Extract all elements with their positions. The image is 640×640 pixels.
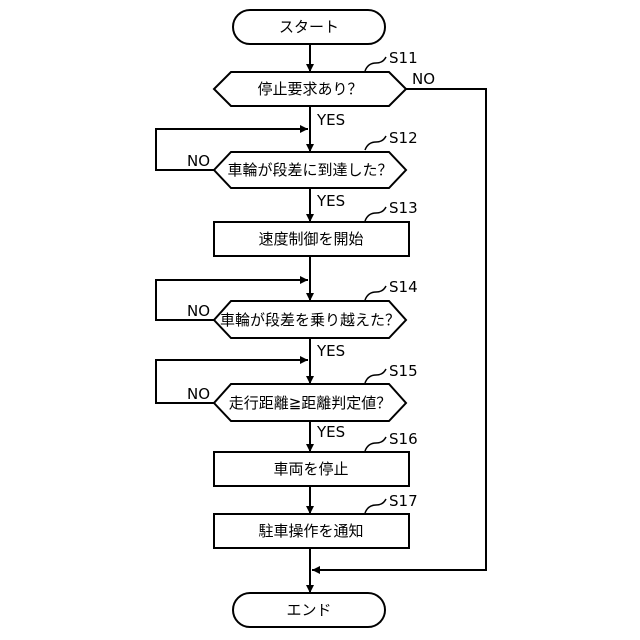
decision-s11-label: 停止要求あり？ bbox=[257, 80, 362, 98]
decision-s15: 走行距離≧距離判定値？ bbox=[214, 384, 406, 421]
s16-leader bbox=[365, 437, 386, 451]
step-label-s11: S11 bbox=[389, 49, 418, 67]
decision-s14-label: 車輪が段差を乗り越えた？ bbox=[220, 311, 400, 329]
branch-no-s15: NO bbox=[187, 385, 210, 403]
branch-yes-s15: YES bbox=[316, 423, 345, 441]
process-s17: 駐車操作を通知 bbox=[214, 514, 409, 548]
s12-leader bbox=[365, 136, 386, 150]
branch-no-s11: NO bbox=[412, 70, 435, 88]
decision-s12-label: 車輪が段差に到達した？ bbox=[227, 161, 392, 179]
process-s13: 速度制御を開始 bbox=[214, 222, 409, 256]
s13-leader bbox=[365, 207, 386, 221]
start-label: スタート bbox=[279, 18, 339, 36]
step-label-s14: S14 bbox=[389, 278, 418, 296]
branch-yes-s14: YES bbox=[316, 342, 345, 360]
process-s17-label: 駐車操作を通知 bbox=[258, 522, 363, 540]
step-callouts: S11 S12 S13 S14 S15 S16 S17 bbox=[365, 49, 418, 513]
branch-yes-s11: YES bbox=[316, 111, 345, 129]
end-label: エンド bbox=[286, 601, 331, 619]
s15-leader bbox=[365, 369, 386, 383]
branch-yes-s12: YES bbox=[316, 192, 345, 210]
s17-leader bbox=[365, 499, 386, 513]
start-terminal: スタート bbox=[233, 10, 385, 44]
process-s16: 車両を停止 bbox=[214, 452, 409, 486]
decision-s14: 車輪が段差を乗り越えた？ bbox=[214, 301, 406, 338]
branch-no-s12: NO bbox=[187, 152, 210, 170]
branch-no-s14: NO bbox=[187, 302, 210, 320]
s14-leader bbox=[365, 286, 386, 300]
decision-s12: 車輪が段差に到達した？ bbox=[214, 152, 406, 188]
decision-s11: 停止要求あり？ bbox=[214, 72, 406, 106]
step-label-s12: S12 bbox=[389, 129, 418, 147]
step-label-s16: S16 bbox=[389, 430, 418, 448]
step-label-s13: S13 bbox=[389, 199, 418, 217]
decision-s15-label: 走行距離≧距離判定値？ bbox=[229, 394, 392, 412]
step-label-s15: S15 bbox=[389, 362, 418, 380]
process-s13-label: 速度制御を開始 bbox=[258, 230, 363, 248]
s11-leader bbox=[365, 57, 386, 71]
end-terminal: エンド bbox=[233, 593, 385, 627]
process-s16-label: 車両を停止 bbox=[273, 460, 348, 478]
step-label-s17: S17 bbox=[389, 492, 418, 510]
